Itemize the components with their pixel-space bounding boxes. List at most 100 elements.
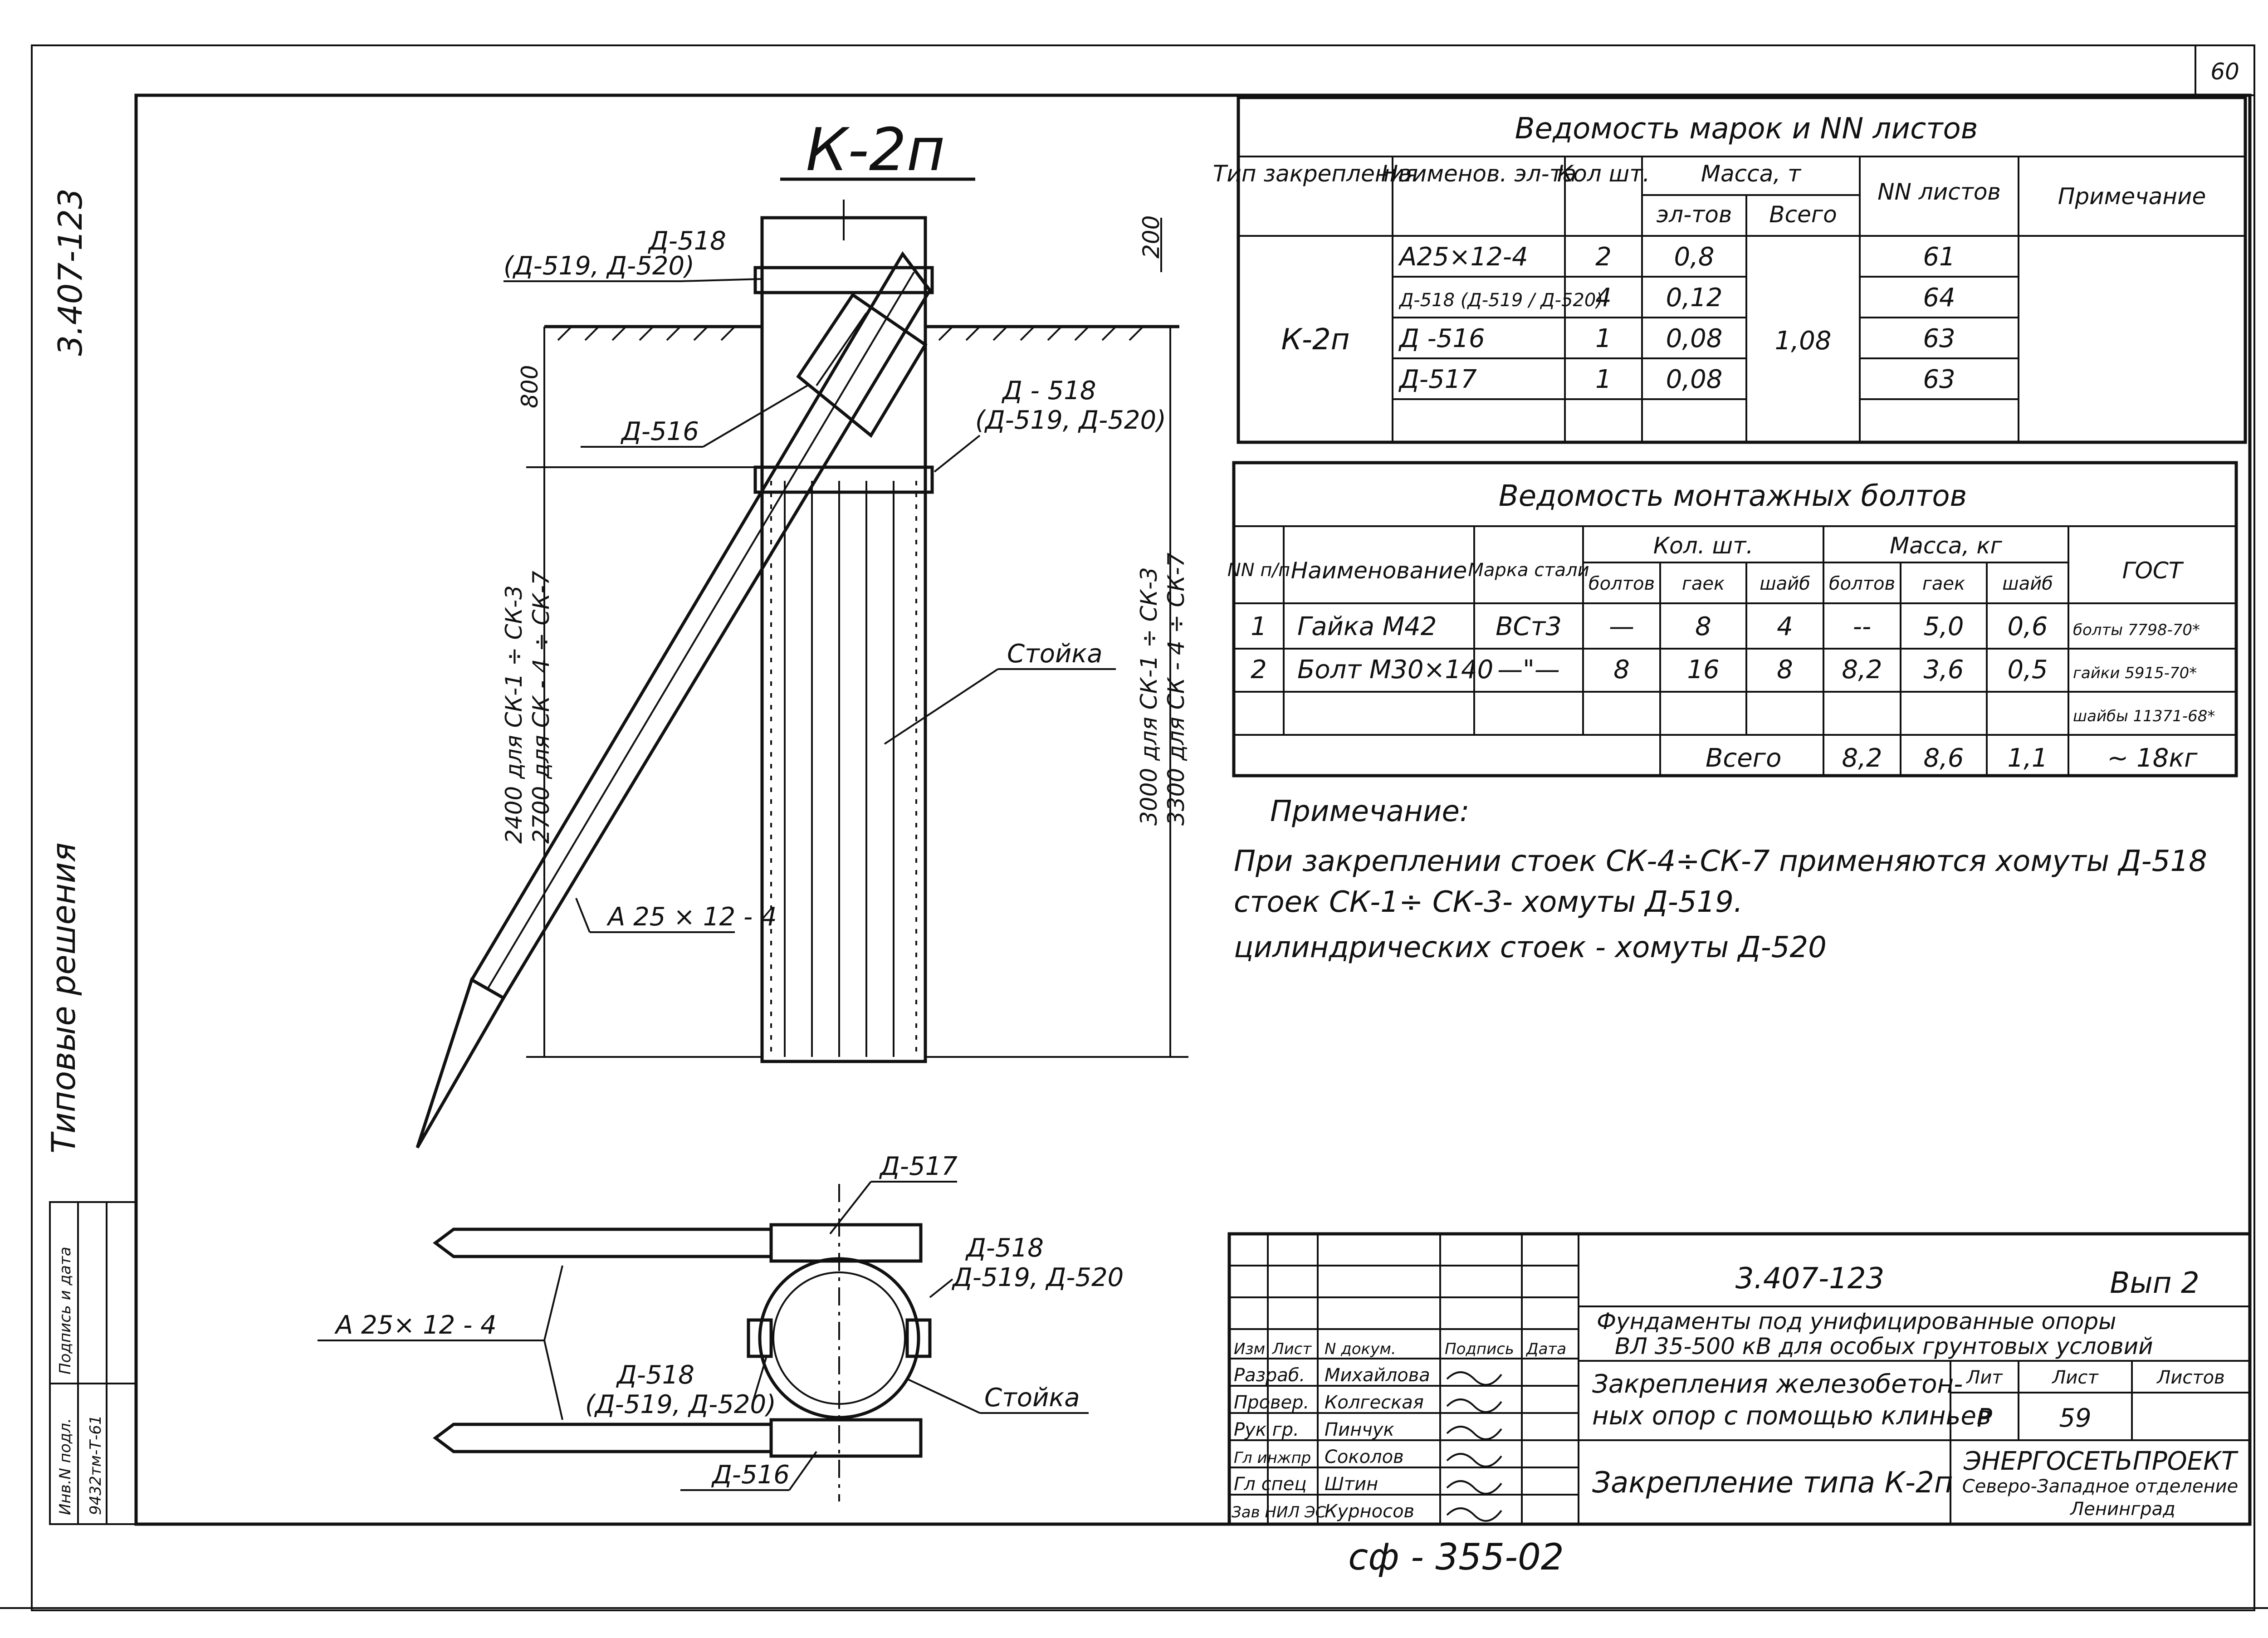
t2-h-bolt-q: болтов <box>1589 573 1655 594</box>
t1-h-note: Примечание <box>2058 183 2206 210</box>
tb-role-4: Гл спец <box>1234 1474 1307 1495</box>
t2-r0-mbolt: -- <box>1853 612 1871 641</box>
t2-r1-qnut: 16 <box>1687 655 1719 685</box>
outer-frame <box>31 44 2255 1611</box>
clamp-top <box>753 266 934 294</box>
t1-r1-qty: 4 <box>1595 283 1612 313</box>
title-block: 3.407-123 Вып 2 Фундаменты под унифициро… <box>1227 1232 2252 1526</box>
label-d518-top: Д-518 <box>647 226 726 256</box>
t1-r3-mass: 0,08 <box>1666 365 1723 394</box>
t2-r1-mnut: 3,6 <box>1923 655 1964 685</box>
t2-r1-qbolt: 8 <box>1613 655 1630 685</box>
t2-h-gost: ГОСТ <box>2122 557 2184 584</box>
t2-r0-qwasher: 4 <box>1777 612 1793 641</box>
plan-label-d518-2-alt: (Д-519, Д-520) <box>585 1390 776 1419</box>
page-number: 60 <box>2210 59 2239 85</box>
t1-r3-sheet: 63 <box>1923 365 1955 394</box>
notes-line2: стоек СК-1÷ СК-3- хомуты Д-519. <box>1234 885 1743 919</box>
t2-total-bolt: 8,2 <box>1842 743 1882 773</box>
tb-desc2: ВЛ 35-500 кВ для особых грунтовых услови… <box>1615 1333 2153 1359</box>
tb-code: 3.407-123 <box>1735 1262 1884 1296</box>
tb-role-5: Зав НИЛ ЭС <box>1232 1503 1326 1521</box>
tb-org1: ЭНЕРГОСЕТЬПРОЕКТ <box>1963 1447 2239 1476</box>
plan-label-stoyka: Стойка <box>984 1383 1080 1413</box>
t2-r1-mbolt: 8,2 <box>1842 655 1882 685</box>
dim-right-2: 3300 для СК - 4 ÷ СК-7 <box>1163 553 1189 826</box>
t1-r0-mass: 0,8 <box>1674 242 1714 272</box>
tb-sheet-title: Закрепление типа К-2п <box>1592 1466 1953 1500</box>
side-category: Типовые решения <box>44 842 83 1154</box>
tb-list-label: Лист <box>2051 1367 2099 1388</box>
wedge-block <box>796 293 928 438</box>
table-marks: Ведомость марок и NN листов Тип закрепле… <box>1213 96 2247 444</box>
side-code: 3.407-123 <box>51 188 89 356</box>
t1-r0-sheet: 61 <box>1923 242 1955 272</box>
dim-left-1: 2400 для СК-1 ÷ СК-3 <box>501 585 527 844</box>
t2-r0-mwasher: 0,6 <box>2007 612 2048 641</box>
t2-r0-qnut: 8 <box>1695 612 1711 641</box>
wedge-tip <box>415 977 506 1149</box>
tb-subject1: Закрепления железобетон- <box>1592 1369 1963 1399</box>
tb-name-0: Михайлова <box>1325 1365 1430 1386</box>
t1-r1-mass: 0,12 <box>1666 283 1723 313</box>
plan-label-d518-2: Д-518 <box>616 1360 694 1390</box>
t2-r0-mnut: 5,0 <box>1923 612 1964 641</box>
label-stoyka: Стойка <box>1007 639 1103 669</box>
label-d518-top-alt: (Д-519, Д-520) <box>503 251 694 281</box>
t1-r3-qty: 1 <box>1595 365 1612 394</box>
tb-lit: Р <box>1977 1403 1992 1433</box>
t2-h-steel: Марка стали <box>1468 560 1589 581</box>
t1-h-qty: Кол шт. <box>1557 161 1650 187</box>
tb-col-doc: N докум. <box>1325 1340 1396 1358</box>
t2-r0-num: 1 <box>1251 612 1267 641</box>
plan-label-a25: А 25× 12 - 4 <box>334 1310 497 1340</box>
t2-h-bolt-m: болтов <box>1829 573 1895 594</box>
t2-r1-mwasher: 0,5 <box>2007 655 2048 685</box>
tb-name-4: Штин <box>1325 1474 1378 1495</box>
tb-issue: Вып 2 <box>2110 1266 2199 1300</box>
bottom-code: сф - 355-02 <box>1348 1536 1564 1578</box>
t1-h-sheets: NN листов <box>1877 179 2001 205</box>
t1-type-value: К-2п <box>1281 323 1349 357</box>
t2-r0-gost: болты 7798-70* <box>2073 621 2200 639</box>
page-number-box <box>2195 44 2255 96</box>
t2-h-qty: Кол. шт. <box>1653 533 1754 559</box>
t2-r0-name: Гайка М42 <box>1297 612 1437 641</box>
plan-view: Д-517 Д-518 Д-519, Д-520 А 25× 12 - 4 Д-… <box>318 1152 1124 1501</box>
notes-heading: Примечание: <box>1270 795 1469 828</box>
svg-text:9432тм-Т-61: 9432тм-Т-61 <box>87 1415 105 1515</box>
table2-title: Ведомость монтажных болтов <box>1499 479 1967 513</box>
plan-label-d518-1-alt: Д-519, Д-520 <box>951 1263 1124 1292</box>
tb-col-izm: Изм <box>1234 1340 1265 1358</box>
tb-name-1: Колгеская <box>1325 1392 1424 1413</box>
label-d516-left: Д-516 <box>620 417 699 446</box>
t1-total-mass: 1,08 <box>1775 326 1832 356</box>
label-d518-right-alt: (Д-519, Д-520) <box>975 406 1166 435</box>
t1-h-mass-el: эл-тов <box>1657 201 1732 228</box>
t1-h-mass-total: Всего <box>1769 201 1837 228</box>
svg-text:Инв.N подл.: Инв.N подл. <box>56 1418 74 1515</box>
tb-lists-label: Листов <box>2156 1367 2224 1388</box>
label-a25: А 25 × 12 - 4 <box>606 902 777 932</box>
t2-r1-qwasher: 8 <box>1777 655 1793 685</box>
t2-h-mass: Масса, кг <box>1890 533 2002 559</box>
pole-plan <box>758 1257 920 1419</box>
t1-r3-name: Д-517 <box>1398 365 1477 394</box>
t2-r1-num: 2 <box>1251 655 1267 685</box>
tb-name-5: Курносов <box>1325 1501 1414 1522</box>
tb-desc1: Фундаменты под унифицированные опоры <box>1597 1308 2116 1335</box>
dim-left-2: 2700 для СК - 4 ÷ СК-7 <box>528 571 554 844</box>
t1-r0-qty: 2 <box>1595 242 1612 272</box>
t2-h-num: NN п/п <box>1227 560 1290 581</box>
t2-h-nut-q: гаек <box>1682 573 1725 594</box>
dim-right-1: 3000 для СК-1 ÷ СК-3 <box>1136 567 1162 826</box>
t2-h-name: Наименование <box>1291 557 1467 584</box>
tb-col-list: Лист <box>1271 1340 1312 1358</box>
plan-label-d516: Д-516 <box>711 1460 790 1490</box>
t1-r2-name: Д -516 <box>1398 324 1485 353</box>
tb-subject2: ных опор с помощью клиньев <box>1592 1401 1991 1431</box>
dim-200: 200 <box>1138 215 1164 259</box>
t1-r1-name: Д-518 (Д-519 / Д-520) <box>1398 290 1603 311</box>
plan-label-d518-1: Д-518 <box>965 1233 1044 1263</box>
t1-r0-name: А25×12-4 <box>1398 242 1528 272</box>
